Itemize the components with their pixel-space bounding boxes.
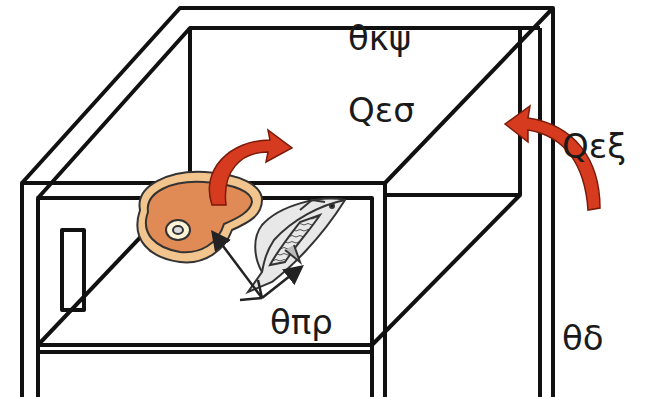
variable-label: θδ: [562, 320, 604, 357]
variable-label: θκψ: [348, 20, 411, 57]
variable-label: θπρ: [270, 304, 333, 341]
variable-label: Qεξ: [562, 128, 626, 165]
variable-label: Qεσ: [348, 92, 415, 129]
